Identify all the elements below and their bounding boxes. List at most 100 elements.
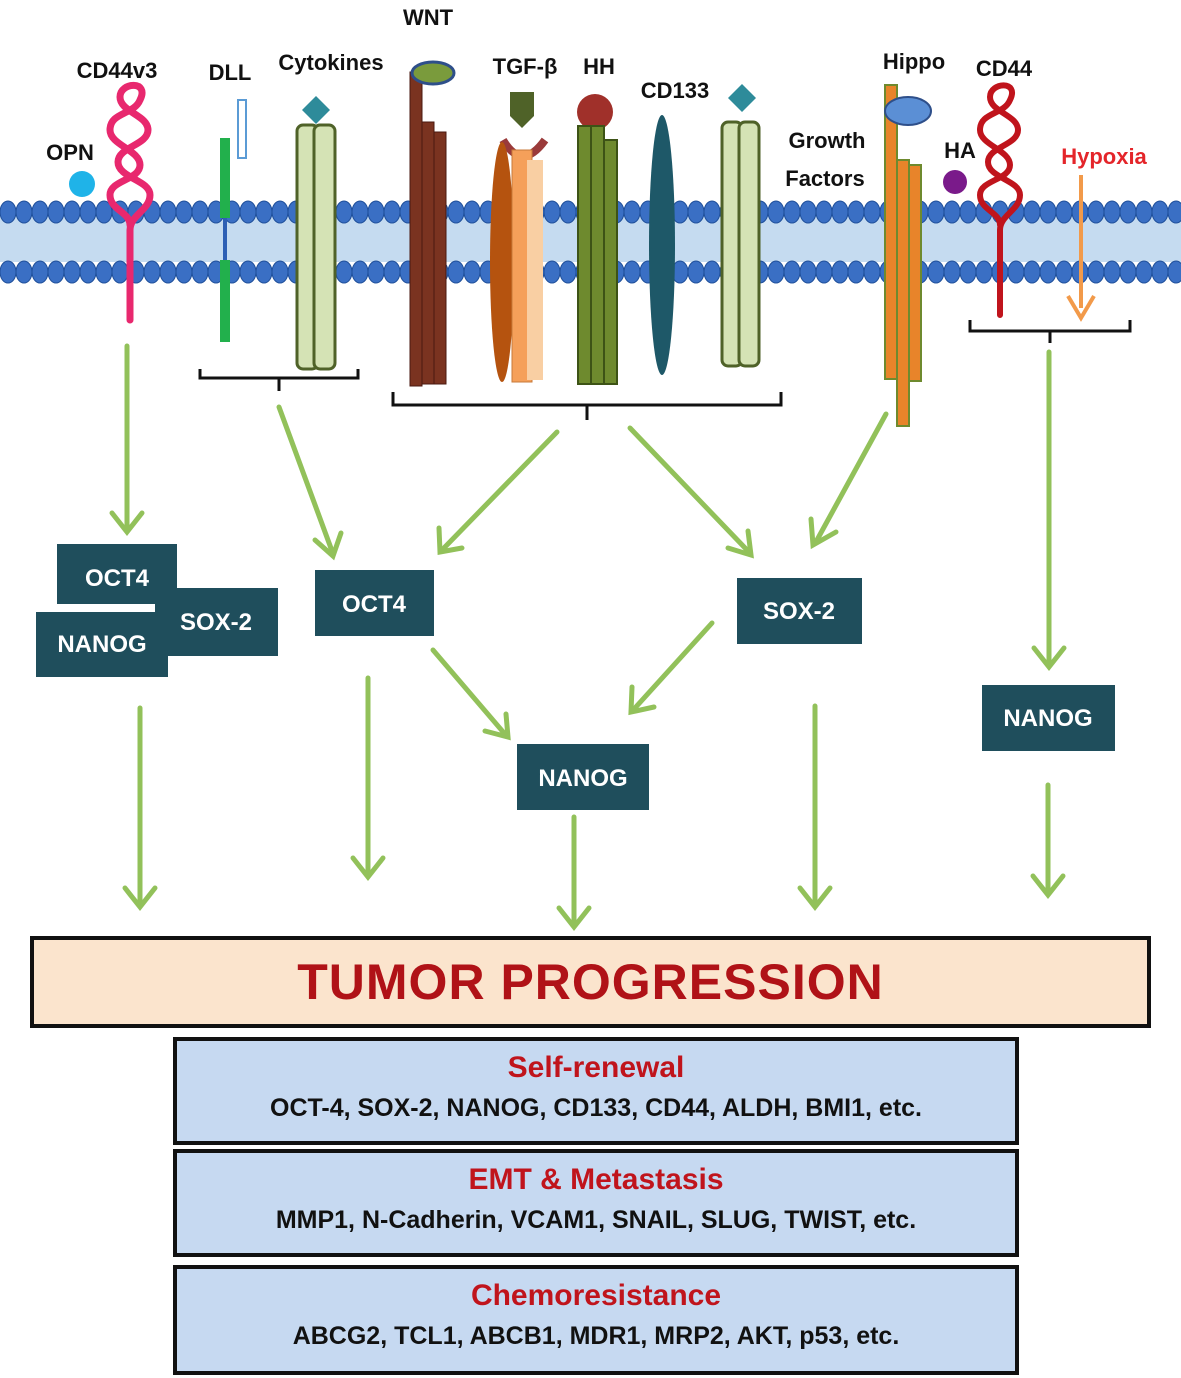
lipid-head	[1023, 200, 1041, 224]
lipid-head	[847, 200, 865, 224]
lipid-head	[687, 260, 705, 284]
label-dll: DLL	[209, 60, 252, 85]
lipid-head	[63, 200, 81, 224]
notch-receptor	[220, 99, 247, 342]
lipid-head	[1087, 200, 1105, 224]
ha-molecule	[943, 170, 967, 194]
lipid-head	[815, 200, 833, 224]
lipid-head	[1007, 260, 1025, 284]
hippo-receptor	[884, 84, 932, 427]
lipid-head	[1167, 260, 1181, 284]
lipid-head	[63, 260, 81, 284]
chemoresistance-title: Chemoresistance	[470, 1279, 722, 1312]
lipid-head	[255, 260, 273, 284]
lipid-head	[927, 200, 945, 224]
lipid-head	[255, 200, 273, 224]
lipid-head	[351, 260, 369, 284]
arrow-sox2-to-nanog	[628, 620, 715, 716]
cd44v3-receptor	[106, 81, 154, 324]
lipid-head	[623, 260, 641, 284]
cluster-oct4-label: OCT4	[85, 565, 150, 592]
right-nanog-label: NANOG	[1003, 705, 1092, 732]
lipid-head	[1055, 260, 1073, 284]
tumor-progression-label: TUMOR PROGRESSION	[297, 954, 884, 1010]
lipid-head	[1167, 200, 1181, 224]
lipid-head	[783, 260, 801, 284]
lipid-head	[1135, 200, 1153, 224]
bracket-cd44-hypoxia	[968, 320, 1132, 343]
self-renewal-markers: OCT-4, SOX-2, NANOG, CD133, CD44, ALDH, …	[270, 1094, 922, 1122]
lipid-head	[191, 200, 209, 224]
lipid-head	[31, 260, 49, 284]
tgfb-receptor	[490, 92, 549, 383]
lipid-head	[239, 260, 257, 284]
lipid-head	[79, 260, 97, 284]
cluster-nanog-label: NANOG	[57, 631, 146, 658]
lipid-head	[367, 200, 385, 224]
lipid-head	[447, 200, 465, 224]
lipid-head	[335, 260, 353, 284]
lipid-head	[767, 200, 785, 224]
lipid-head	[975, 260, 993, 284]
lipid-head	[927, 260, 945, 284]
lipid-head	[463, 260, 481, 284]
center-nanog-box	[517, 744, 649, 810]
lipid-head	[1103, 200, 1121, 224]
lipid-head	[799, 200, 817, 224]
chemoresistance-panel: Chemoresistance ABCG2, TCL1, ABCB1, MDR1…	[173, 1265, 1019, 1375]
lipid-head	[383, 260, 401, 284]
emt-metastasis-panel: EMT & Metastasis MMP1, N-Cadherin, VCAM1…	[173, 1149, 1019, 1257]
arrow-bracket-to-nanog	[1031, 349, 1067, 672]
lipid-head	[335, 200, 353, 224]
lipid-head	[543, 260, 561, 284]
lipid-head	[47, 200, 65, 224]
lipid-head	[943, 200, 961, 224]
lipid-head	[159, 260, 177, 284]
lipid-head	[175, 260, 193, 284]
arrow-hippo-to-sox2	[808, 411, 889, 550]
center-nanog-label: NANOG	[538, 765, 627, 792]
tf-cluster: OCT4 SOX-2 NANOG	[36, 544, 278, 677]
bracket-dll-cytokines	[198, 369, 360, 391]
signaling-diagram: OCT4 SOX-2 NANOG OCT4 SOX-2 NANOG NANOG …	[0, 5, 1181, 932]
oct4-label: OCT4	[342, 591, 407, 618]
lipid-head	[271, 260, 289, 284]
arrow-oct4-to-nanog	[430, 647, 511, 741]
lipid-head	[143, 260, 161, 284]
lipid-head	[447, 260, 465, 284]
sox2-box	[737, 578, 862, 644]
lipid-head	[47, 260, 65, 284]
arrow-sox2-to-tumor	[797, 703, 833, 912]
lipid-head	[559, 200, 577, 224]
label-ha: HA	[944, 138, 976, 163]
tumor-progression-box: TUMOR PROGRESSION	[30, 936, 1151, 1028]
lipid-head	[463, 200, 481, 224]
lipid-head	[111, 260, 129, 284]
self-renewal-panel: Self-renewal OCT-4, SOX-2, NANOG, CD133,…	[173, 1037, 1019, 1145]
label-cd133: CD133	[641, 78, 709, 103]
cd133-molecule	[649, 115, 675, 375]
oct4-box	[315, 570, 434, 636]
lipid-head	[1039, 260, 1057, 284]
sox2-label: SOX-2	[763, 598, 835, 625]
lipid-head	[1087, 260, 1105, 284]
arrow-nanog-to-tumor	[556, 814, 592, 932]
lipid-head	[959, 260, 977, 284]
emt-metastasis-markers: MMP1, N-Cadherin, VCAM1, SNAIL, SLUG, TW…	[275, 1206, 917, 1234]
hypoxia-arrow	[1066, 175, 1096, 322]
lipid-head	[1103, 260, 1121, 284]
lipid-head	[815, 260, 833, 284]
cluster-sox2-box	[155, 588, 278, 656]
lipid-head	[95, 260, 113, 284]
lipid-head	[367, 260, 385, 284]
lipid-head	[271, 200, 289, 224]
label-opn: OPN	[46, 140, 94, 165]
lipid-head	[1151, 200, 1169, 224]
wnt-receptor	[409, 60, 456, 387]
arrow-center-to-oct4	[436, 429, 560, 555]
lipid-head	[767, 260, 785, 284]
cytokine-receptor	[295, 96, 337, 371]
lipid-head	[31, 200, 49, 224]
arrow-center-to-sox2	[627, 425, 754, 559]
